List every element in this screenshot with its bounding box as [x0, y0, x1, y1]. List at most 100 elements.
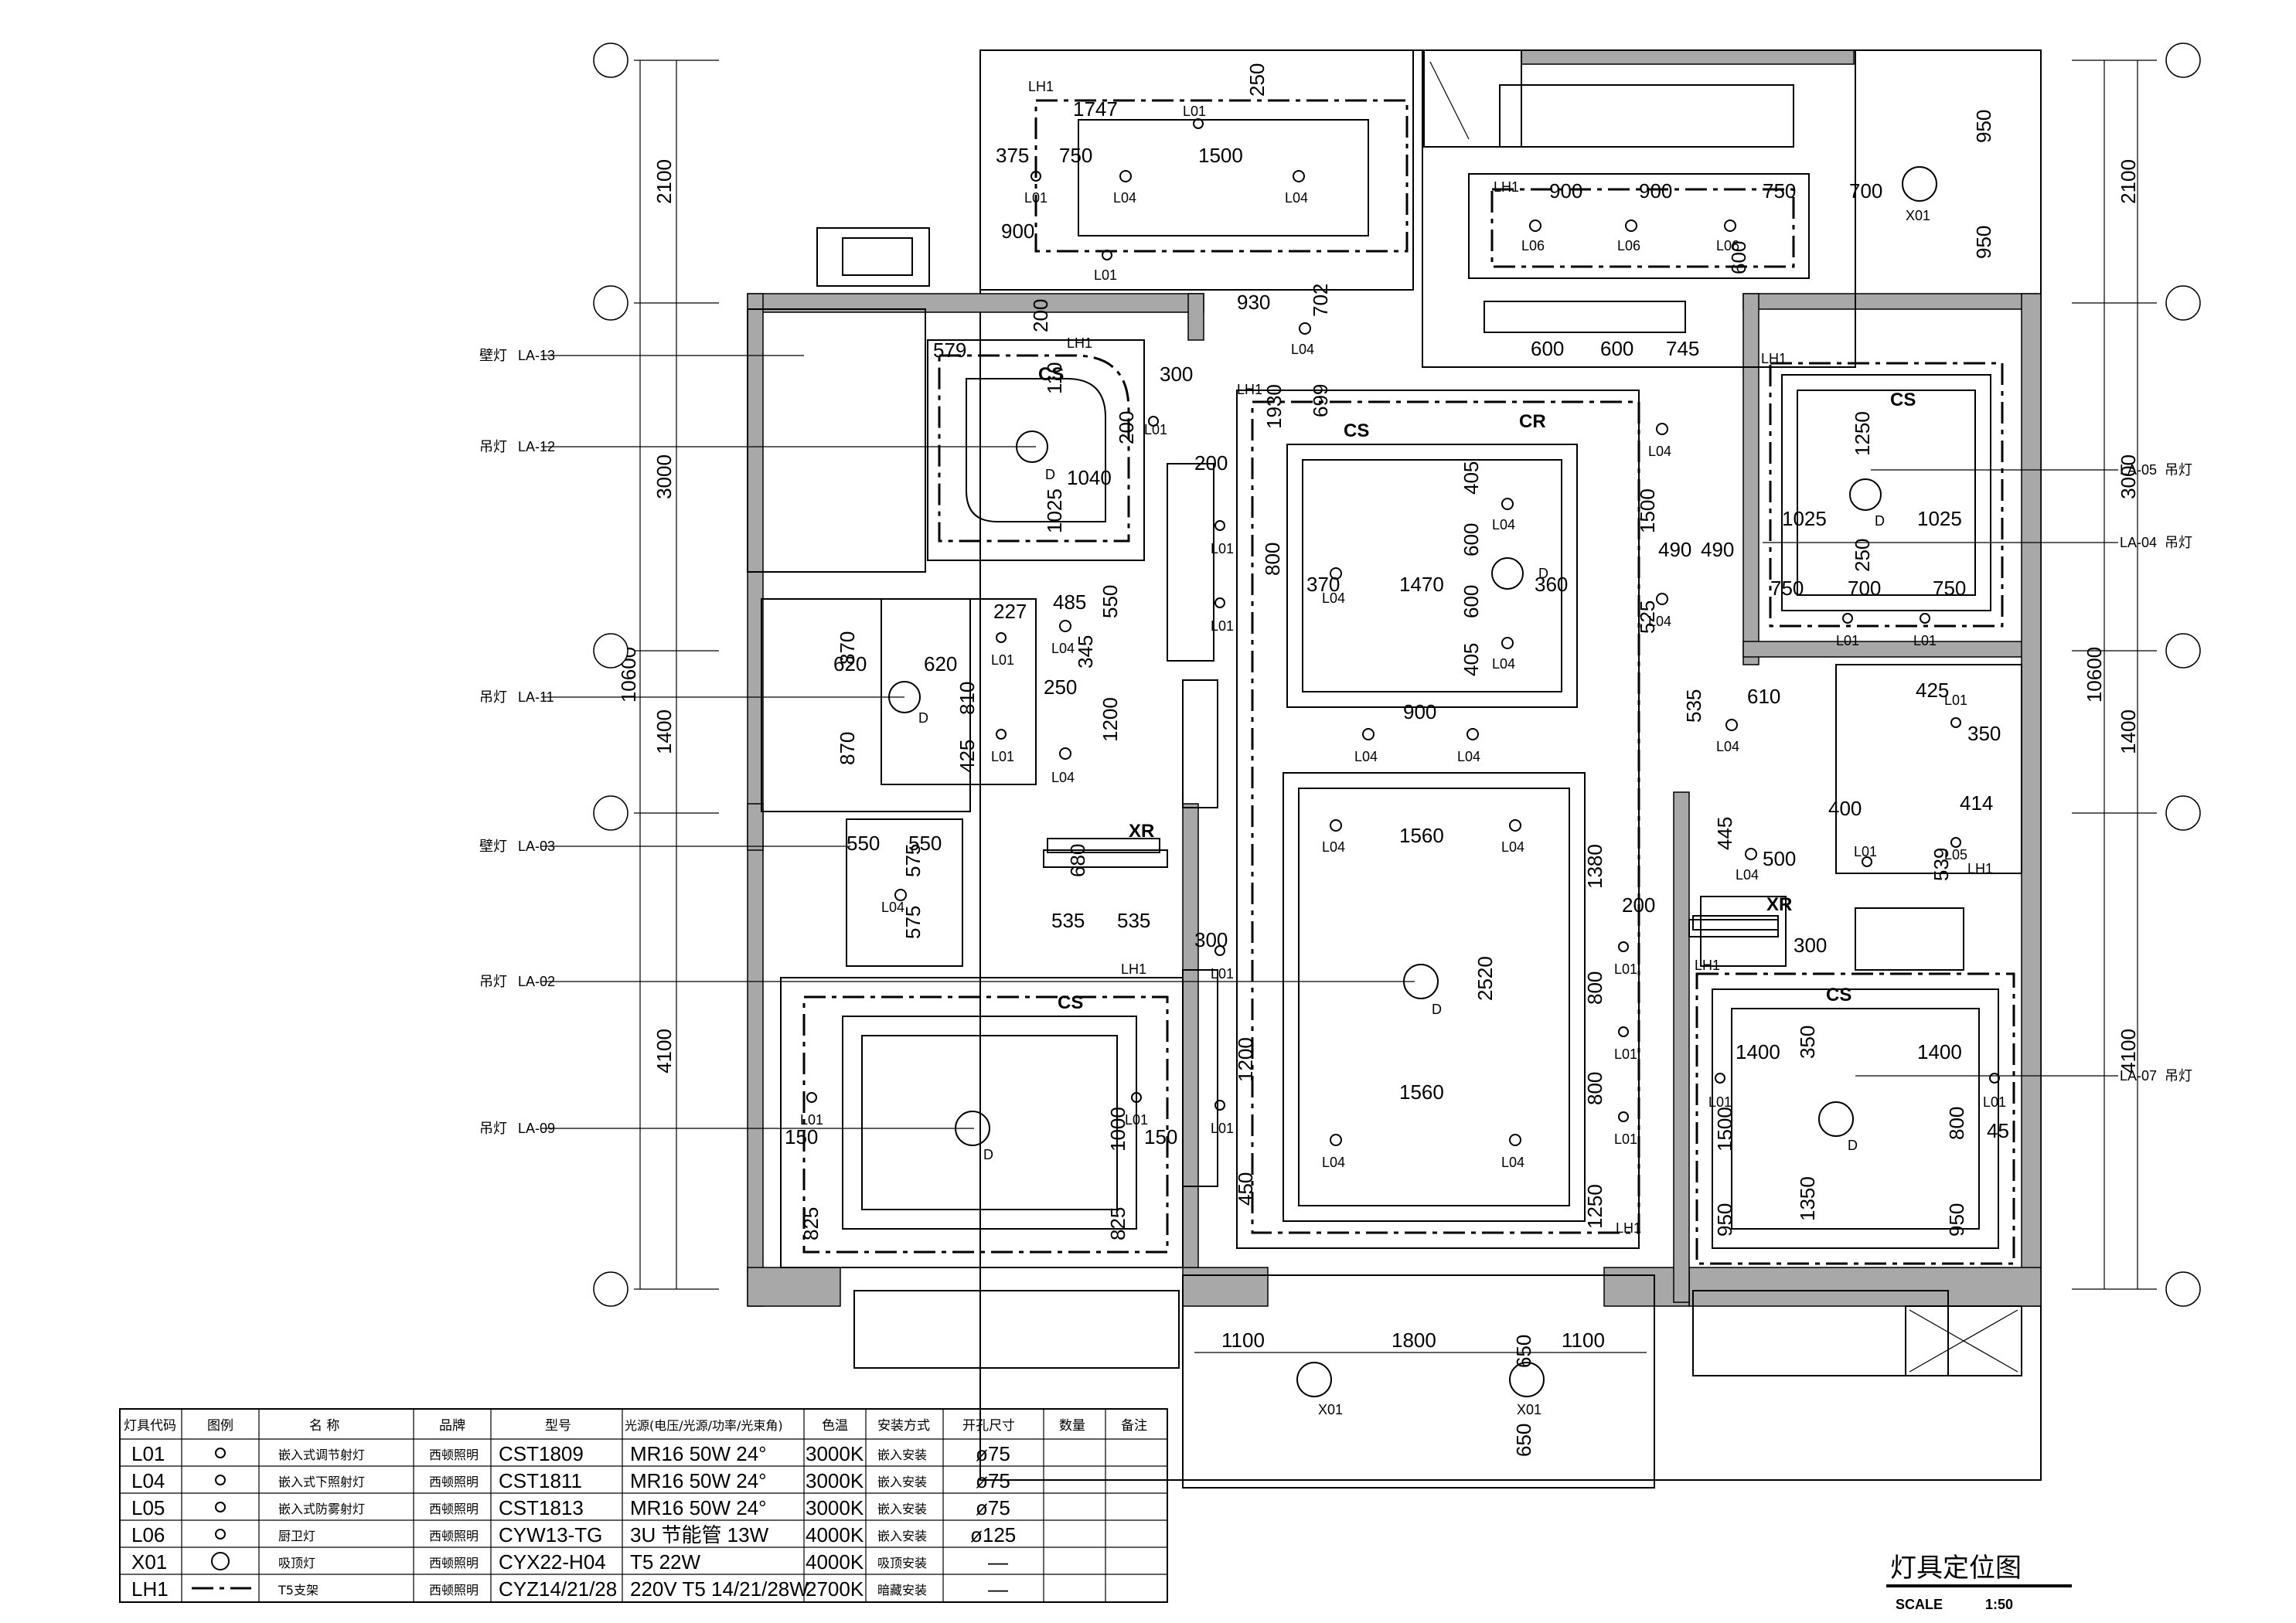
spotlight-icon: L04 [1716, 719, 1739, 754]
plan-label: 开孔尺寸 [962, 1418, 1015, 1434]
pendant-light-icon: D [888, 681, 928, 726]
plan-label: 200 [1115, 411, 1138, 444]
plan-label: L01 [1913, 633, 1937, 648]
spotlight-icon: L04 [1322, 819, 1345, 855]
spotlight-icon: L01 [1211, 597, 1234, 634]
plan-label: 300 [1794, 934, 1827, 957]
plan-label: L01 [1211, 966, 1234, 982]
plan-label: L01 [1144, 422, 1167, 437]
plan-label: L01 [1614, 1046, 1637, 1062]
plan-label: L06 [1521, 238, 1545, 253]
callout-la-05: LA-05 吊灯 [1871, 462, 2192, 478]
plan-label: 950 [1945, 1203, 1968, 1237]
plan-label: L01 [1983, 1094, 2006, 1110]
plan-label: L01 [1211, 1121, 1234, 1136]
plan-label: 750 [1059, 144, 1092, 167]
plan-label: 1025 [1782, 507, 1827, 530]
spotlight-icon: L01 [1854, 844, 1877, 867]
plan-label: CYW13-TG [499, 1523, 602, 1546]
grid-bubble [593, 285, 629, 321]
spotlight-icon: L04 [1492, 498, 1515, 532]
grid-dim-right-4: 4100 [2117, 1029, 2140, 1073]
plan-label: 800 [1261, 543, 1284, 576]
plan-label: LH1 [1494, 179, 1519, 195]
plan-label: ø75 [976, 1442, 1010, 1465]
table-row: L01 嵌入式调节射灯 西顿照明 CST1809 MR16 50W 24° 30… [131, 1442, 1010, 1465]
plan-label: L01 [1854, 844, 1877, 859]
spotlight-icon: L01 [1211, 520, 1234, 556]
plan-label: 吊灯 [479, 1121, 507, 1136]
plan-label: 1380 [1583, 844, 1606, 889]
plan-label: 光源(电压/光源/功率/光束角) [625, 1418, 783, 1433]
plan-label: CS [1890, 390, 1916, 410]
plan-label: 220V T5 14/21/28W [630, 1577, 809, 1601]
grid-bubble [593, 633, 629, 669]
plan-label: 1500 [1713, 1107, 1736, 1152]
plan-label: L04 [1736, 867, 1759, 883]
plan-label: 名 称 [309, 1418, 339, 1434]
plan-label: 200 [1194, 451, 1228, 475]
plan-label: 620 [924, 652, 957, 675]
spotlight-icon: L06 [1521, 219, 1545, 253]
plan-label: 250 [1245, 63, 1269, 97]
plan-label: L04 [1501, 839, 1524, 855]
plan-label: 1400 [1917, 1040, 1962, 1063]
plan-label: LH1 [1967, 861, 1993, 876]
spotlight-icon: L04 [1736, 848, 1759, 883]
plan-label: 870 [836, 631, 859, 665]
plan-label: 110 [1043, 362, 1066, 394]
plan-label: L04 [1285, 190, 1308, 206]
spotlight-icon: L01 [1614, 941, 1637, 977]
plan-label: 吊灯 [2165, 535, 2192, 550]
plan-label: 450 [1234, 1172, 1257, 1206]
plan-label: 嵌入式防雾射灯 [278, 1502, 365, 1516]
spotlight-icon: L01 [1614, 1026, 1637, 1062]
plan-label: 1560 [1399, 1080, 1444, 1104]
spotlight-icon: L01 [1125, 1092, 1148, 1128]
plan-label: 150 [785, 1125, 818, 1148]
plan-label: 600 [1600, 337, 1633, 360]
plan-label: 1000 [1106, 1107, 1129, 1152]
plan-label: 西顿照明 [429, 1502, 479, 1516]
plan-label: CYX22-H04 [499, 1550, 606, 1574]
plan-label: D [1875, 513, 1885, 529]
callout-la-13: 壁灯 LA-13 [479, 348, 804, 363]
building-walls [747, 49, 2042, 1489]
plan-label: L01 [1944, 692, 1967, 708]
plan-label: 600 [1531, 337, 1564, 360]
spotlight-icon: L04 [1648, 593, 1671, 629]
plan-label: X01 [131, 1550, 167, 1574]
spotlight-icon: L01 [1144, 416, 1167, 437]
plan-label: 700 [1849, 179, 1882, 202]
plan-label: 150 [1144, 1125, 1177, 1148]
plan-label: 备注 [1121, 1418, 1147, 1434]
plan-label: D [1045, 467, 1055, 482]
drawing-title: 灯具定位图 [1890, 1553, 2022, 1584]
plan-label: CST1813 [499, 1496, 584, 1519]
plan-label: 嵌入安装 [877, 1475, 927, 1489]
spotlight-icon: L01 [1913, 613, 1937, 648]
plan-label: T5 22W [630, 1550, 700, 1574]
plan-label: 1560 [1399, 824, 1444, 847]
plan-label: 3000K [806, 1496, 864, 1519]
table-header-row: 灯具代码 图例 名 称 品牌 型号 光源(电压/光源/功率/光束角) 色温 安装… [124, 1418, 1147, 1434]
spotlights: L04 L04 L01 L01 L01 L06 L06 L06 L04 L04 … [800, 104, 2006, 1170]
plan-label: L01 [800, 1112, 823, 1128]
plan-label: D [918, 710, 928, 726]
plan-label: 680 [1066, 844, 1089, 877]
plan-label: 4000K [806, 1550, 864, 1574]
spotlight-icon: L01 [1211, 945, 1234, 982]
callout-la-11: 吊灯 LA-11 [479, 689, 904, 705]
plan-label: D [1848, 1138, 1858, 1153]
plan-label: 3000K [806, 1442, 864, 1465]
grid-dim-left-3: 1400 [652, 709, 676, 754]
plan-label: 370 [1306, 573, 1340, 596]
plan-label: 900 [1403, 700, 1436, 723]
plan-label: LH1 [1067, 335, 1092, 351]
plan-label: X01 [1318, 1402, 1343, 1417]
plan-label: L05 [1944, 847, 1967, 863]
plan-label: 吊灯 [479, 974, 507, 989]
plan-label: 1500 [1198, 144, 1243, 167]
grid-dim-left-1: 2100 [652, 159, 676, 204]
plan-label: 575 [901, 844, 925, 877]
